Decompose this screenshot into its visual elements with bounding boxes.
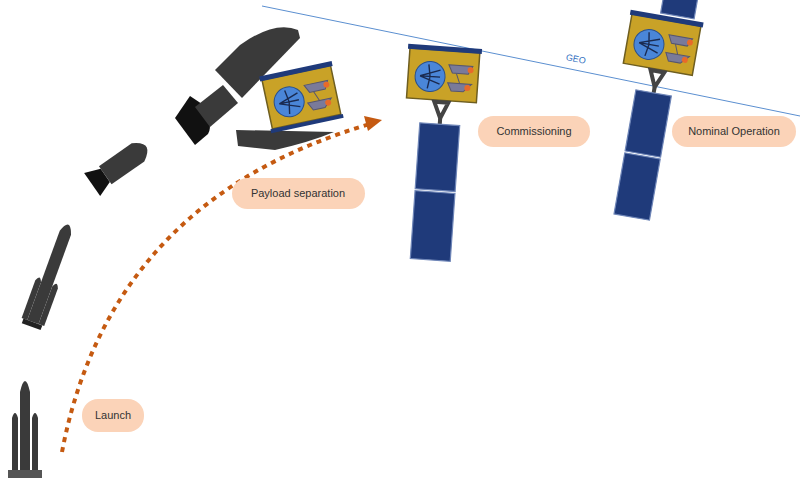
stage-label: Payload separation (251, 187, 345, 199)
stage-pill: Launch (82, 399, 144, 432)
stage-label: Nominal Operation (688, 125, 780, 137)
stage-pill: Nominal Operation (672, 116, 796, 147)
stage-label: Launch (95, 409, 131, 421)
stage-label: Commissioning (496, 125, 571, 137)
stage-pill: Payload separation (232, 178, 365, 209)
stage-pill: Commissioning (478, 116, 590, 147)
orbit-label: GEO (565, 52, 587, 66)
